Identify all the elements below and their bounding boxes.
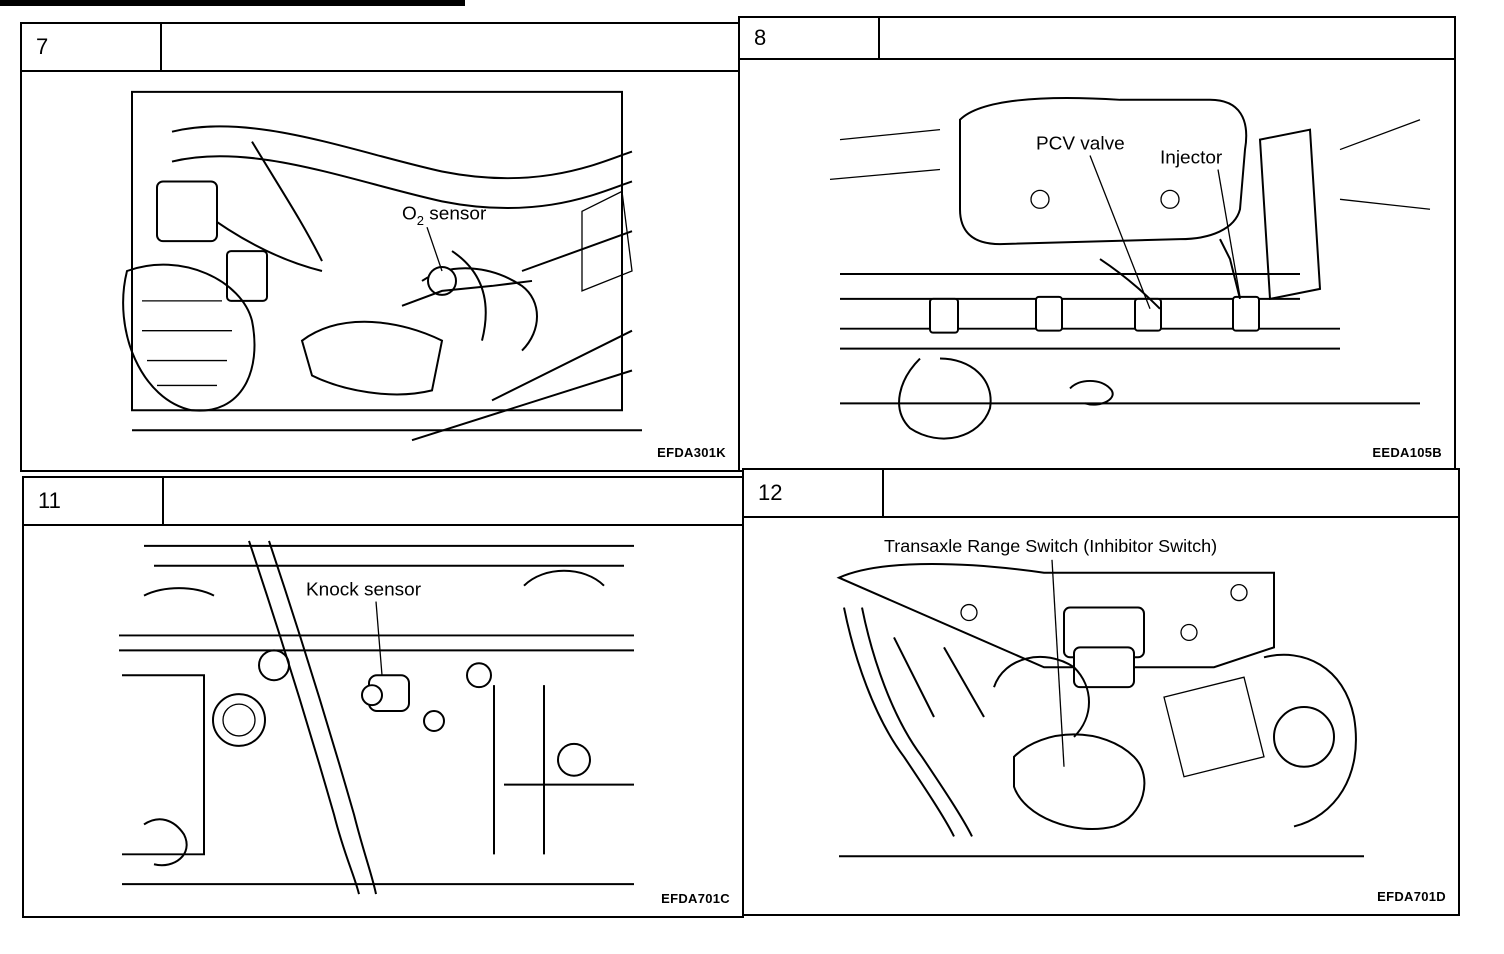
knock-sensor-label: Knock sensor	[306, 580, 421, 601]
engine-drawing	[829, 97, 1431, 440]
knock-sensor-leader-line	[375, 601, 383, 676]
figure-panel-12: 12 Transaxle Range Switch (Inhibit	[742, 468, 1460, 916]
engine-illustration-range-switch: Transaxle Range Switch (Inhibitor Switch…	[744, 518, 1458, 914]
injector-label: Injector	[1160, 148, 1222, 169]
o2-sensor-label: O2 sensor	[402, 203, 486, 228]
figure-panel-7: 7 O2 sensor	[20, 22, 740, 472]
step-number: 12	[744, 470, 884, 516]
injector-leader-line	[1217, 169, 1241, 297]
figure-panel-11: 11 Knoc	[22, 476, 744, 918]
pcv-valve-label: PCV valve	[1036, 134, 1125, 155]
engine-drawing	[119, 540, 634, 895]
figure-code: EFDA701C	[661, 891, 730, 906]
step-number: 8	[740, 18, 880, 58]
engine-drawing	[836, 563, 1364, 858]
range-switch-leader-line	[1051, 559, 1065, 767]
engine-illustration-knock-sensor: Knock sensor	[24, 526, 742, 916]
engine-drawing	[122, 90, 642, 442]
panel-header: 12	[744, 470, 1458, 518]
engine-illustration-pcv-injector: PCV valve Injector	[740, 60, 1454, 470]
top-rule	[0, 0, 465, 6]
step-number: 7	[22, 24, 162, 70]
pcv-valve-leader-line	[1089, 155, 1151, 310]
figure-code: EFDA701D	[1377, 889, 1446, 904]
figure-code: EEDA105B	[1372, 445, 1442, 460]
panel-header: 8	[740, 18, 1454, 60]
step-number: 11	[24, 478, 164, 524]
figure-panel-8: 8 PCV valve Injecto	[738, 16, 1456, 472]
o2-sensor-leader-line	[426, 227, 443, 272]
panel-header: 11	[24, 478, 742, 526]
range-switch-label: Transaxle Range Switch (Inhibitor Switch…	[884, 536, 1217, 556]
panel-header: 7	[22, 24, 738, 72]
engine-illustration-o2-sensor: O2 sensor	[22, 72, 738, 470]
figure-code: EFDA301K	[657, 445, 726, 460]
